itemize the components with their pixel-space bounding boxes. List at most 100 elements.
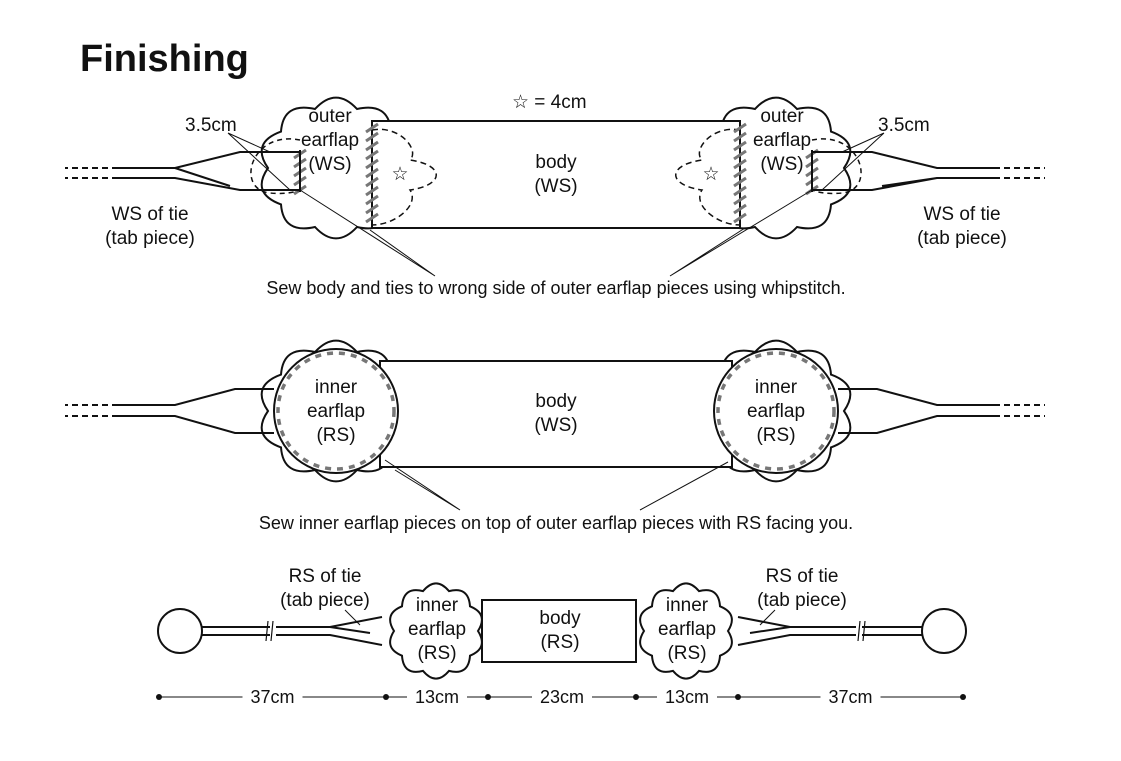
dashed-curve-left [250,138,301,195]
tie-right-3 [737,616,922,646]
measure-left: 3.5cm [185,115,237,136]
inner-earflap-left-3 [389,582,483,680]
body-label-2: (WS) [534,176,577,197]
tie3-left-label-1: RS of tie [289,566,362,587]
inner-earflap-left-label-3: (RS) [316,425,355,446]
inner3-left-label-1: inner [416,595,459,616]
whipstitch-mark [365,140,379,152]
caption2-leaders [384,459,729,511]
leader-3.5cm-left [227,132,291,191]
tie-left-dashed [65,167,118,179]
inner-earflap-left-stitch [276,351,396,471]
star-outline-right [675,128,741,226]
inner-earflap-right-label-3: (RS) [756,425,795,446]
whipstitch-mark [733,131,747,143]
star-note: ☆ = 4cm [512,92,587,113]
whipstitch-mark [365,167,379,179]
outer-earflap-right-label-2: earflap [753,130,811,151]
outer-earflap-right-label-3: (WS) [760,154,803,175]
body-rect [371,120,741,229]
tie3-left-label-2: (tab piece) [280,590,370,611]
tie-leader-right [759,609,776,626]
inner3-left-label-3: (RS) [417,643,456,664]
break-marks [265,620,866,642]
measurement-dot [156,694,162,700]
inner3-right-label-2: earflap [658,619,716,640]
whipstitch-mark [365,158,379,170]
inner3-right-label-3: (RS) [667,643,706,664]
whipstitch-mark [365,212,379,224]
whipstitch-mark [365,203,379,215]
whipstitch-right-body [733,122,747,224]
caption-leaders-right [669,189,813,277]
inner-earflap-left-label-1: inner [315,377,358,398]
inner-earflap-left-label-2: earflap [307,401,365,422]
caption-leaders-left [299,189,436,277]
measurement-label-bg [407,686,467,708]
star-right: ☆ [702,164,719,185]
inner3-left-label-2: earflap [408,619,466,640]
whipstitch-mark [733,212,747,224]
inner3-right-label-1: inner [666,595,709,616]
inner-earflap-left [273,348,399,474]
measurement-dot [485,694,491,700]
inner-earflap-right-3 [639,582,733,680]
measurement-label: 37cm [828,687,872,707]
body-rect-2 [379,360,733,468]
body2-label-2: (WS) [534,415,577,436]
whipstitch-mark [733,149,747,161]
measurement-label: 13cm [415,687,459,707]
whipstitch-mark [733,203,747,215]
whipstitch-mark [365,122,379,134]
tie-right-label-1: WS of tie [923,204,1000,225]
whipstitch-mark [733,167,747,179]
measurement-label: 23cm [540,687,584,707]
page-title: Finishing [80,38,249,80]
tie-right-2-dashed [994,404,1045,417]
step1-group [65,96,1045,277]
inner-earflap-right-stitch [716,351,836,471]
whipstitch-mark [365,149,379,161]
tie-end-ball-left [157,608,203,654]
star-outline-left [371,128,437,226]
tie-left-label-2: (tab piece) [105,228,195,249]
whipstitch-mark [733,140,747,152]
tie-leader-left [344,609,361,626]
measurement-labels: 37cm 13cm 23cm 13cm 37cm [242,686,881,708]
step3-group [157,582,967,698]
tie-right-label-2: (tab piece) [917,228,1007,249]
tie3-right-label-1: RS of tie [766,566,839,587]
step1-text: ☆ = 4cm 3.5cm 3.5cm outer earflap (WS) o… [105,92,1007,298]
tie-left-2-dashed [65,404,118,417]
tie-left-3 [202,616,383,646]
tie-left-label-1: WS of tie [111,204,188,225]
outer-earflap-left-label-3: (WS) [308,154,351,175]
body-rect-3 [481,599,637,663]
tie-right-2 [838,388,994,434]
measurement-label-bg [242,686,303,708]
inner-earflap-right-label-1: inner [755,377,798,398]
step2-text: inner earflap (RS) inner earflap (RS) bo… [259,377,853,533]
outer-earflap-left-label-2: earflap [301,130,359,151]
tie3-right-label-2: (tab piece) [757,590,847,611]
measurement-label: 13cm [665,687,709,707]
measurement-label-bg [532,686,592,708]
measurement-dot [960,694,966,700]
whipstitch-mark [365,176,379,188]
body-label-1: body [535,152,577,173]
step2-caption: Sew inner earflap pieces on top of outer… [259,513,853,533]
measurement-label: 37cm [250,687,294,707]
step2-group [65,339,1045,511]
measurement-dots [156,694,966,700]
tie-left-2 [118,388,274,434]
dashed-curve-right [811,138,862,195]
whipstitch-mark [365,185,379,197]
whipstitch-mark [733,176,747,188]
whipstitch-mark [733,194,747,206]
step3-text: RS of tie (tab piece) RS of tie (tab pie… [242,566,881,708]
measure-right: 3.5cm [878,115,930,136]
whipstitch-mark [733,122,747,134]
measurement-dot [383,694,389,700]
outer-earflap-left-label-1: outer [308,106,352,127]
